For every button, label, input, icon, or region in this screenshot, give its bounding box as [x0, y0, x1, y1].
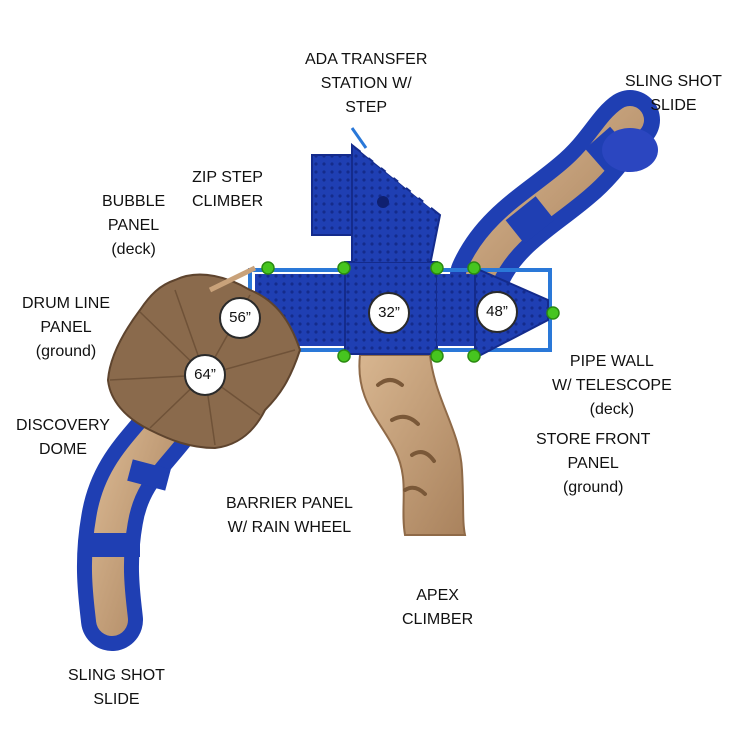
clamps — [261, 261, 560, 363]
label-store-front-panel: STORE FRONT PANEL (ground) — [536, 431, 651, 496]
label-pipe-wall: PIPE WALL W/ TELESCOPE (deck) — [552, 353, 672, 418]
label-sling-shot-slide-top: SLING SHOT SLIDE — [625, 73, 722, 114]
label-sling-shot-slide-bottom: SLING SHOT SLIDE — [68, 667, 165, 708]
label-zip-step-climber: ZIP STEP CLIMBER — [192, 169, 264, 210]
sling-shot-slide-top — [450, 90, 660, 305]
label-apex-climber: APEX CLIMBER — [402, 587, 474, 628]
label-barrier-panel: BARRIER PANEL W/ RAIN WHEEL — [226, 495, 353, 536]
label-discovery-dome: DISCOVERY DOME — [16, 417, 110, 458]
deck-height-56: 56” — [219, 297, 261, 339]
deck-height-48: 48” — [476, 291, 518, 333]
deck-height-32: 32” — [368, 292, 410, 334]
label-ada-transfer-station: ADA TRANSFER STATION W/ STEP — [305, 51, 428, 116]
deck-height-64: 64” — [184, 354, 226, 396]
label-drum-line-panel: DRUM LINE PANEL (ground) — [22, 295, 111, 360]
apex-climber — [358, 354, 467, 536]
label-bubble-panel: BUBBLE PANEL (deck) — [102, 193, 166, 258]
sling-shot-slide-bottom — [76, 384, 206, 651]
